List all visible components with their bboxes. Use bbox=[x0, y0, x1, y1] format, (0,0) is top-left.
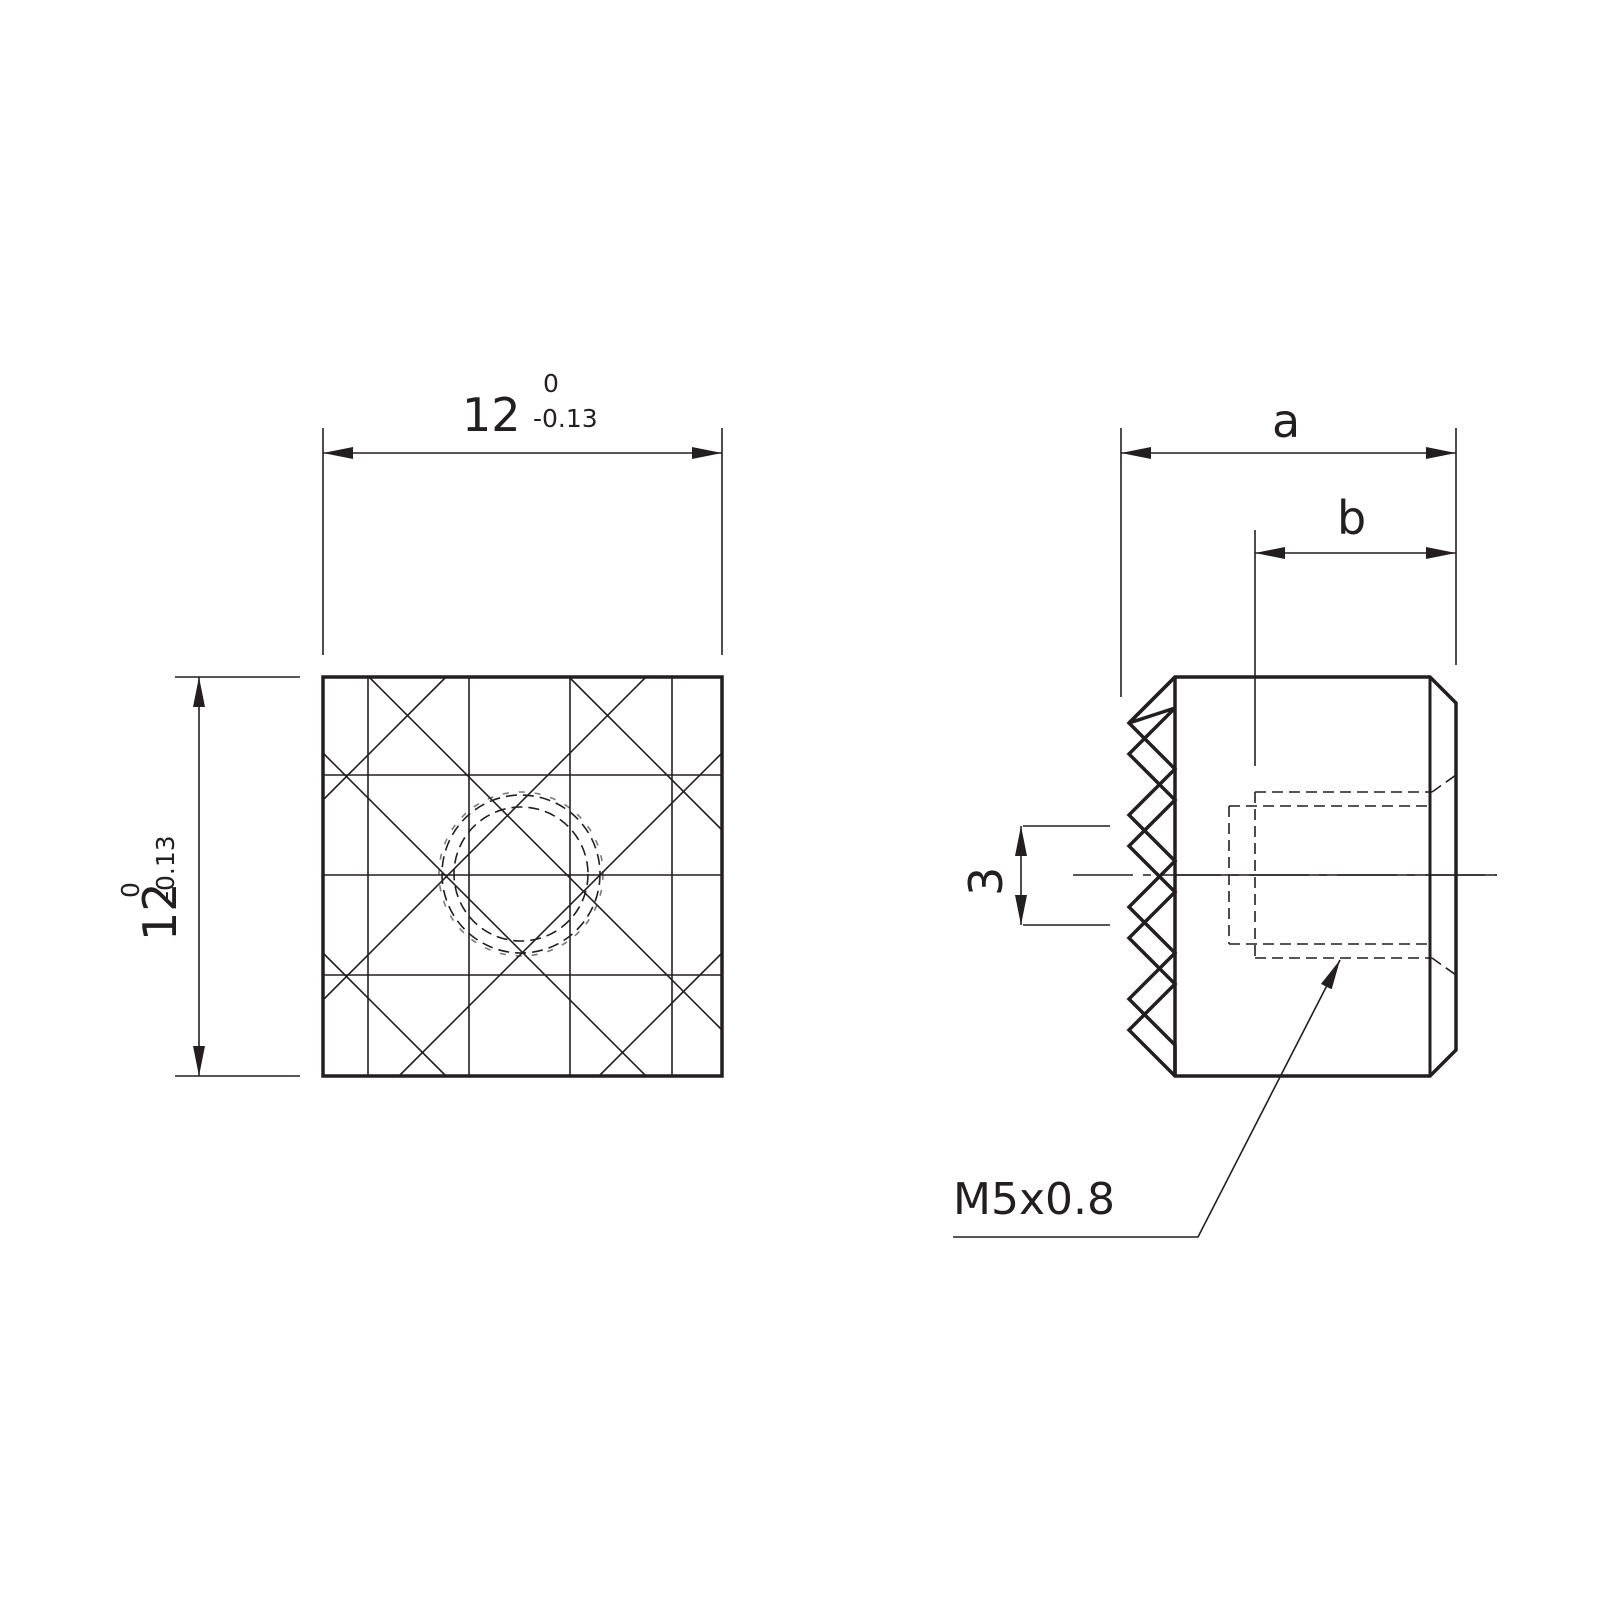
dim-b-label: b bbox=[1337, 491, 1366, 545]
side-outline bbox=[1126, 675, 1458, 1078]
dimension-pitch bbox=[1015, 825, 1110, 926]
pitch-label-group: 3 bbox=[959, 867, 1013, 896]
hidden-thread-hole bbox=[438, 791, 604, 957]
height-upper-tol: 0 bbox=[116, 882, 145, 898]
width-lower-tol: -0.13 bbox=[533, 404, 598, 433]
height-nominal: 12 bbox=[133, 882, 187, 941]
thread-leader bbox=[953, 959, 1341, 1238]
width-upper-tol: 0 bbox=[543, 369, 559, 398]
dimension-b bbox=[1254, 530, 1456, 766]
height-label-group: 12 0 -0.13 bbox=[116, 835, 187, 941]
side-view bbox=[1073, 675, 1497, 1078]
height-lower-tol: -0.13 bbox=[151, 835, 180, 900]
thread-callout: M5x0.8 bbox=[953, 1174, 1115, 1225]
width-nominal: 12 bbox=[462, 388, 521, 442]
front-view bbox=[321, 675, 724, 1078]
dimension-a bbox=[1120, 428, 1457, 697]
knurl-pattern bbox=[322, 676, 723, 1077]
dim-pitch-label: 3 bbox=[959, 867, 1013, 896]
dim-a-label: a bbox=[1272, 394, 1300, 448]
width-dimension bbox=[322, 428, 723, 655]
front-outline bbox=[321, 675, 724, 1078]
height-dimension bbox=[175, 676, 300, 1077]
